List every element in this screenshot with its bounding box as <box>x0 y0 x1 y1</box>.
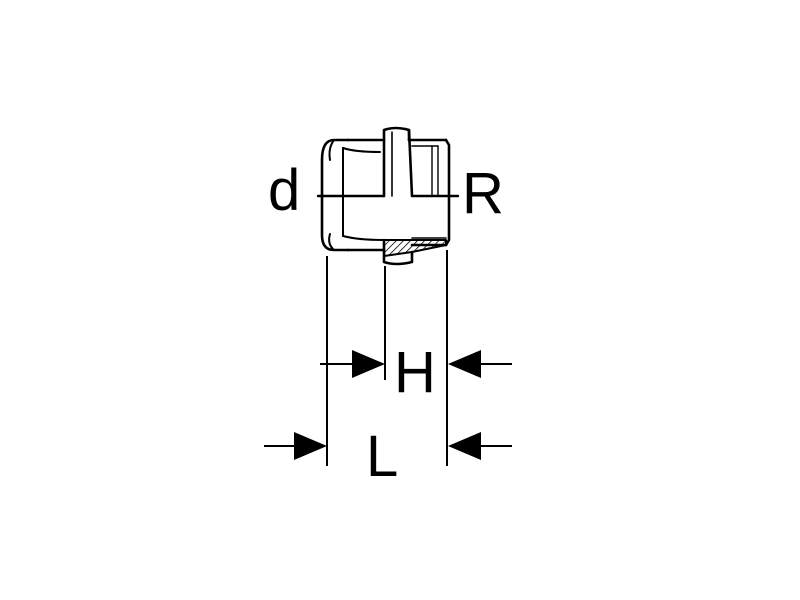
section-hatch <box>383 239 447 257</box>
h-arrow-right <box>448 350 481 378</box>
l-arrow-right <box>448 432 481 460</box>
label-h: H <box>394 340 436 405</box>
dimension-lines <box>264 250 512 466</box>
label-d: d <box>268 158 300 223</box>
dimension-arrows <box>294 350 481 460</box>
l-arrow-left <box>294 432 327 460</box>
label-l: L <box>366 424 398 489</box>
press-fitting-body <box>316 126 460 266</box>
threaded-spigot-end <box>407 138 451 247</box>
h-arrow-left <box>352 350 385 378</box>
label-r: R <box>462 161 504 226</box>
press-socket-end <box>320 138 386 252</box>
